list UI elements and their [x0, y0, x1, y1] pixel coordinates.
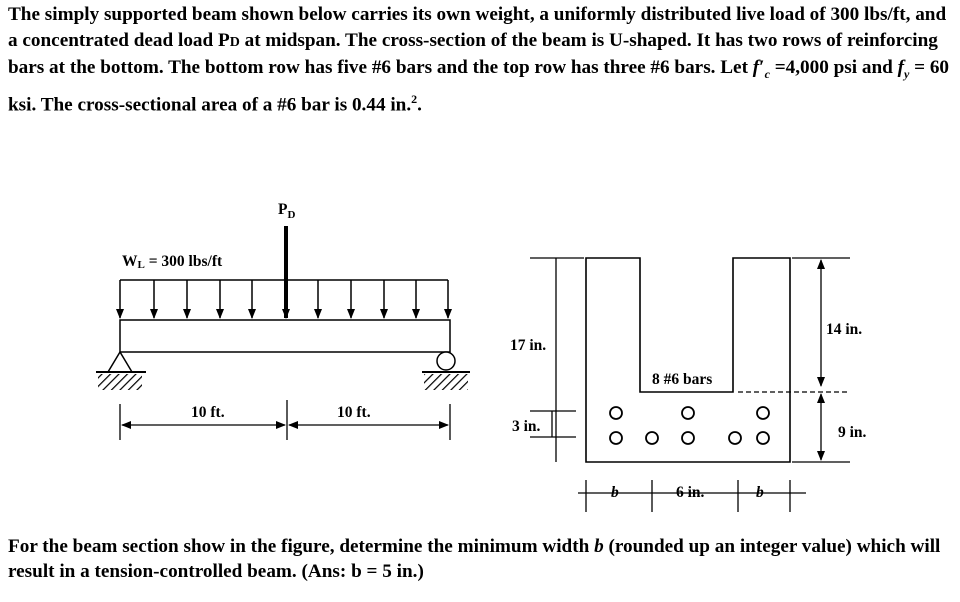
- beam-body: [119, 319, 451, 353]
- flange-depth-label: 9 in.: [838, 424, 867, 441]
- stem-depth-label: 14 in.: [826, 321, 862, 338]
- width-mid-label: 6 in.: [676, 484, 705, 501]
- rebar-bottom-row: [609, 431, 770, 445]
- left-dimensions: [530, 257, 584, 462]
- u-section-outline: [585, 257, 791, 463]
- width-right-label: b: [756, 484, 764, 501]
- pin-support: [96, 350, 146, 390]
- question-text: For the beam section show in the figure,…: [8, 536, 941, 582]
- right-dimensions: [738, 257, 850, 463]
- problem-statement: The simply supported beam shown below ca…: [8, 4, 950, 116]
- live-load-label: WL = 300 lbs/ft: [122, 253, 223, 271]
- span-dimensions: [119, 400, 451, 440]
- width-left-label: b: [611, 484, 619, 501]
- beam-elevation: WL = 300 lbs/ft PD: [96, 201, 470, 440]
- height-total-label: 17 in.: [510, 337, 546, 354]
- load-arrows: [116, 280, 452, 319]
- cross-section: 8 #6 bars 17 in. 3 in.: [510, 257, 867, 512]
- span-right-label: 10 ft.: [337, 404, 371, 421]
- bars-label: 8 #6 bars: [652, 371, 712, 388]
- height-bottom-label: 3 in.: [512, 418, 541, 435]
- rebar-top-row: [609, 406, 770, 420]
- span-left-label: 10 ft.: [191, 404, 225, 421]
- bottom-dimensions: [578, 480, 806, 512]
- point-load-label: PD: [278, 201, 295, 221]
- roller-support: [422, 351, 470, 390]
